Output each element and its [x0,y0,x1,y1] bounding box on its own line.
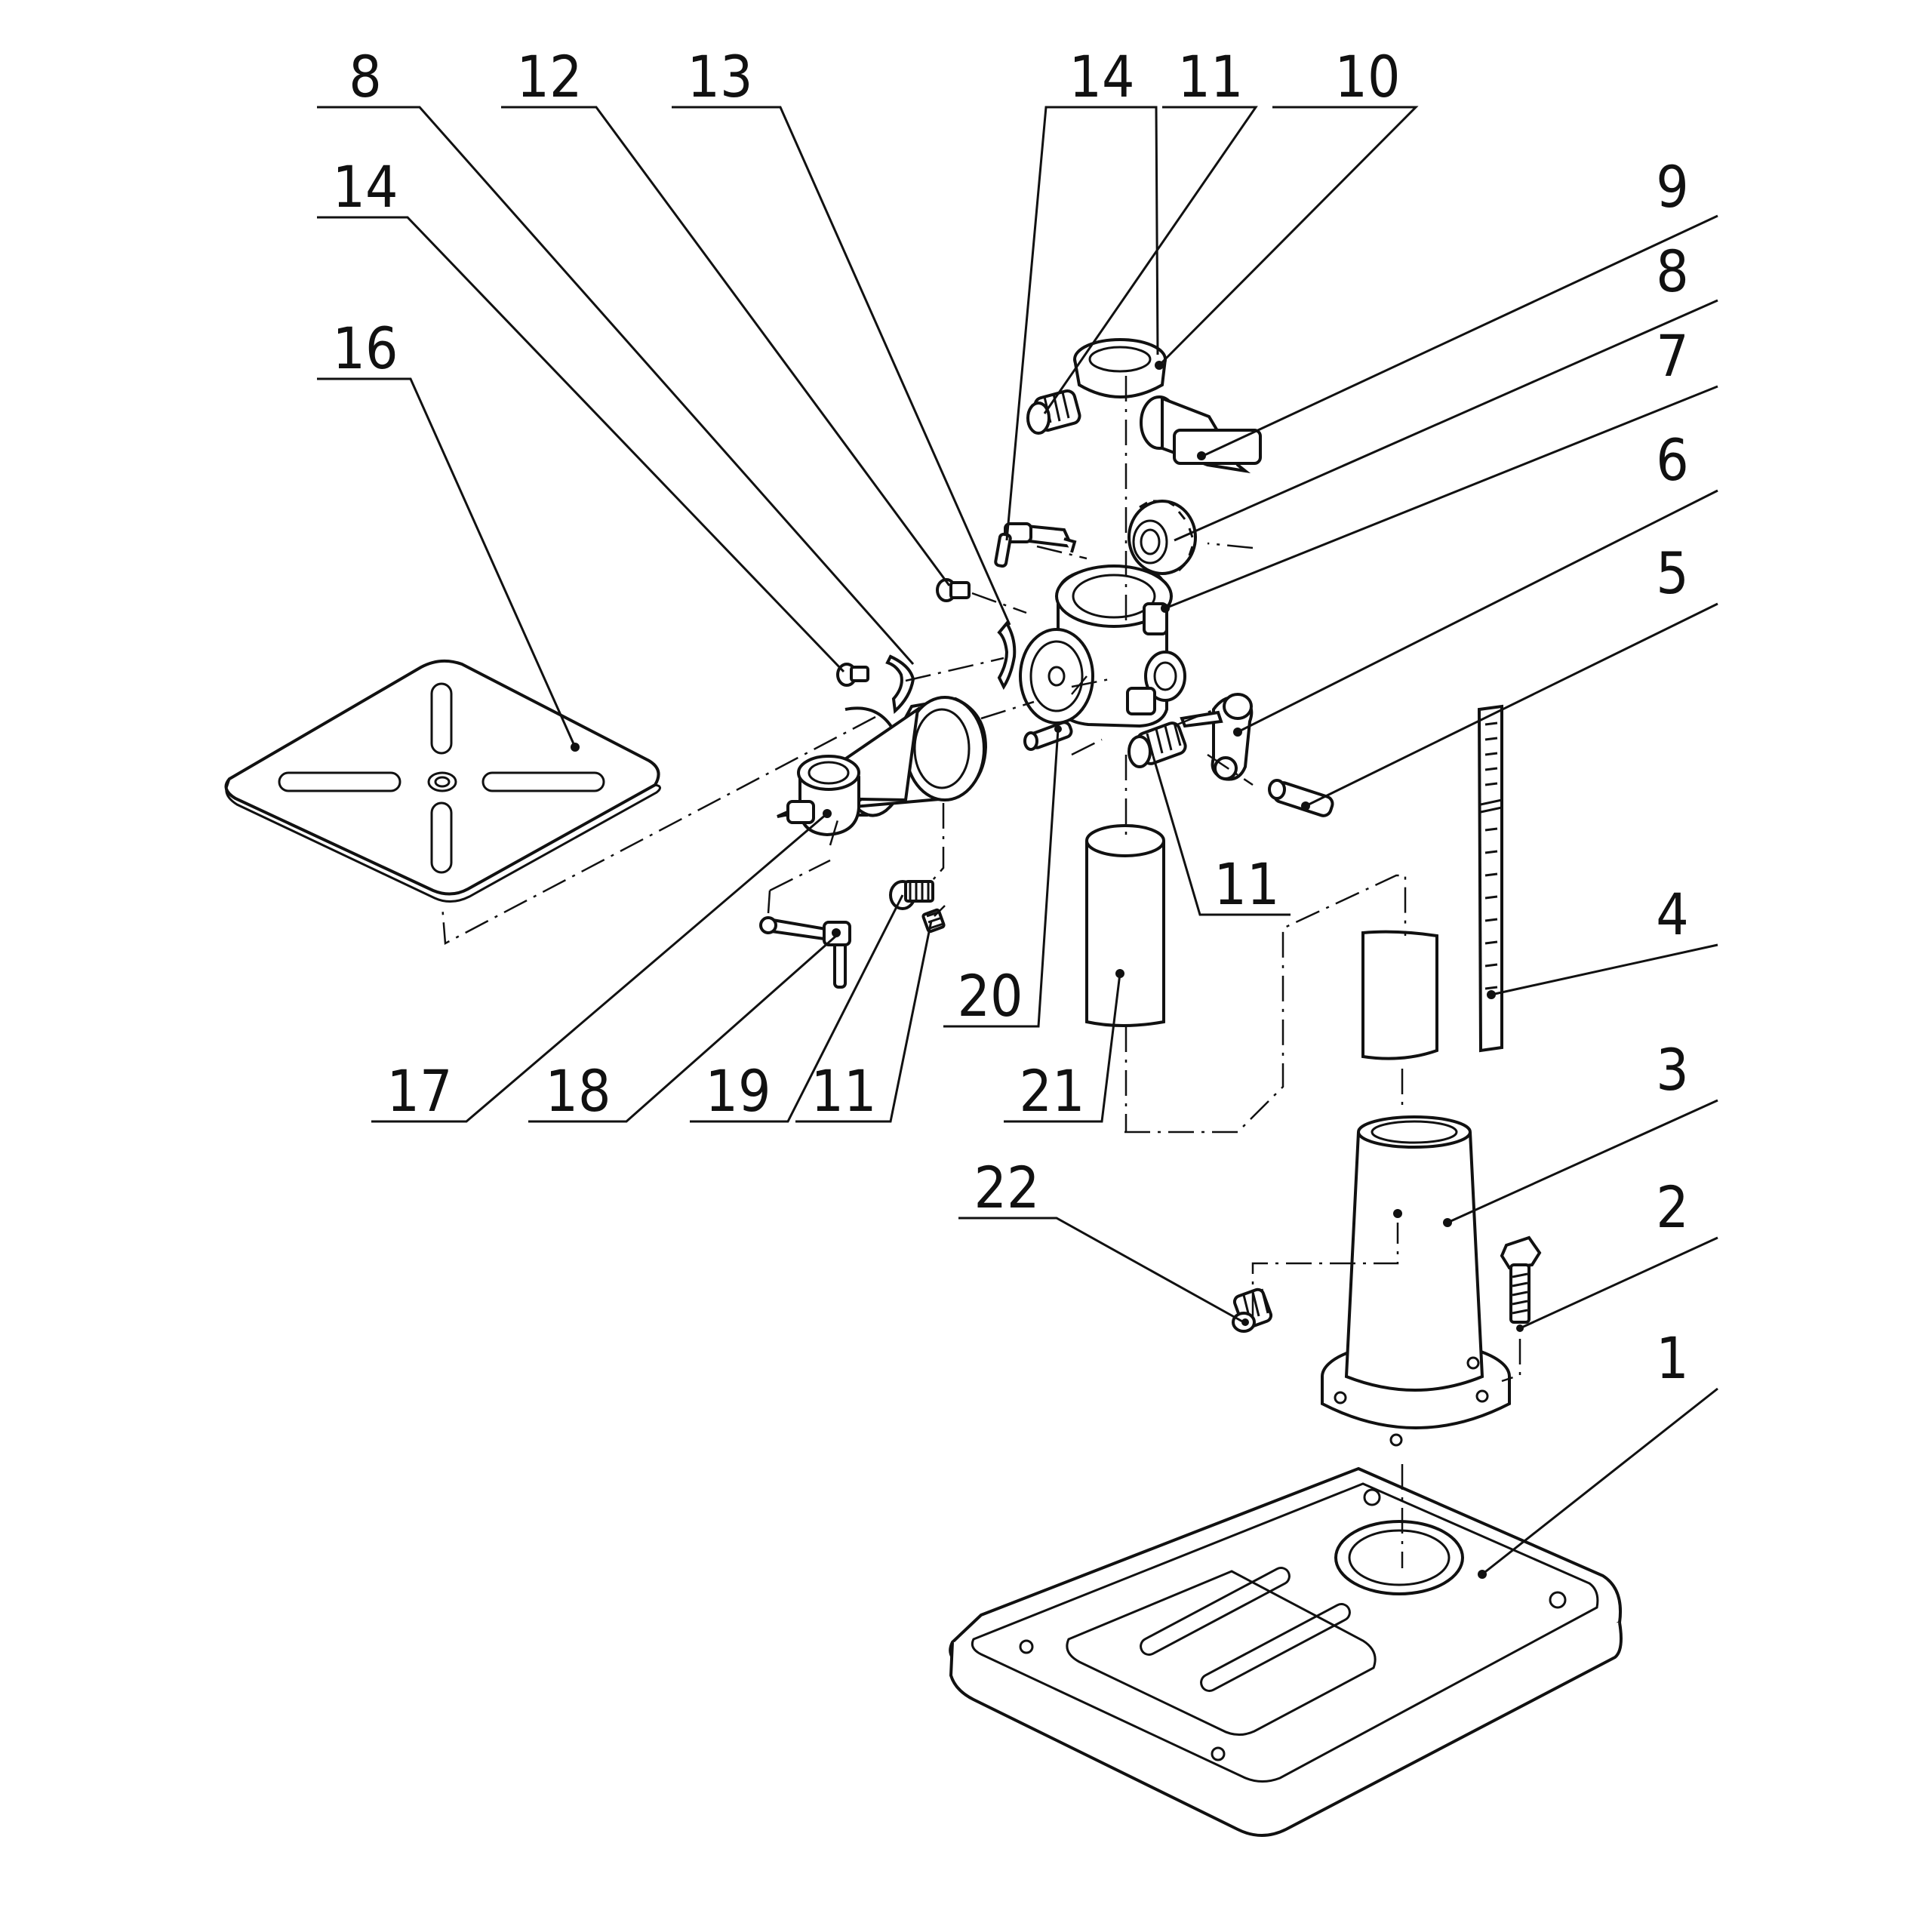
part-9-shaft [1140,395,1262,474]
part-21-column [1085,824,1165,1027]
callout-14-left: 14 [333,153,398,220]
callout-11-top: 11 [1178,43,1244,110]
part-18-clamp-handle [759,916,851,989]
callout-13: 13 [688,43,753,110]
callout-6: 6 [1656,426,1689,494]
part-11-worm-middle [1128,721,1187,768]
callout-4: 4 [1656,881,1689,948]
callout-20: 20 [958,962,1023,1029]
part-4-rack [1477,704,1503,1053]
callout-1: 1 [1656,1324,1689,1392]
part-6-crank [1180,693,1254,781]
callout-19: 19 [706,1057,771,1124]
callout-3: 3 [1656,1036,1689,1103]
part-1-base [949,1466,1623,1837]
part-15-scale-plate [885,654,915,715]
callout-10: 10 [1335,43,1401,110]
part-11-set-screw-lower [921,908,946,934]
part-5-knob [1268,779,1334,817]
part-3-column-support [1321,1115,1511,1447]
part-2-hex-bolt [1500,1235,1542,1332]
callout-18: 18 [546,1057,611,1124]
callout-17: 17 [387,1057,453,1124]
callout-9: 9 [1656,153,1689,220]
part-11-screw-upper [1026,389,1081,435]
callout-14: 12 [517,43,583,110]
part-17-table-arm [777,696,988,837]
callout-22: 22 [974,1154,1040,1221]
callout-5: 5 [1656,540,1689,607]
callout-21: 21 [1020,1057,1085,1124]
part-7-head [1019,565,1186,728]
part-14-screw-left [836,663,869,687]
part-20-pin [1023,721,1073,751]
part-14-screw-upper [936,578,971,602]
assembly-axes [441,376,1521,1568]
leader-lines [317,106,1718,1576]
part-12-lock-handle [994,522,1077,568]
callout-8: 8 [1656,238,1689,305]
callout-11-bottom: 11 [811,1057,877,1124]
part-13-scale [997,620,1017,691]
callout-12: 14 [1069,43,1135,110]
callout-16: 16 [333,315,398,382]
part-8-gear [1128,500,1197,575]
callout-2: 2 [1656,1174,1689,1241]
column-upper-segment [1361,930,1438,1060]
callout-11-middle: 11 [1214,851,1280,918]
part-10-collar [1073,338,1167,398]
callout-labels: 8 12 13 14 11 10 14 16 9 8 7 6 5 4 3 2 1… [333,43,1689,1392]
part-16-table [224,659,661,903]
callout-7: 7 [1656,322,1689,389]
callout-15: 8 [349,43,382,110]
